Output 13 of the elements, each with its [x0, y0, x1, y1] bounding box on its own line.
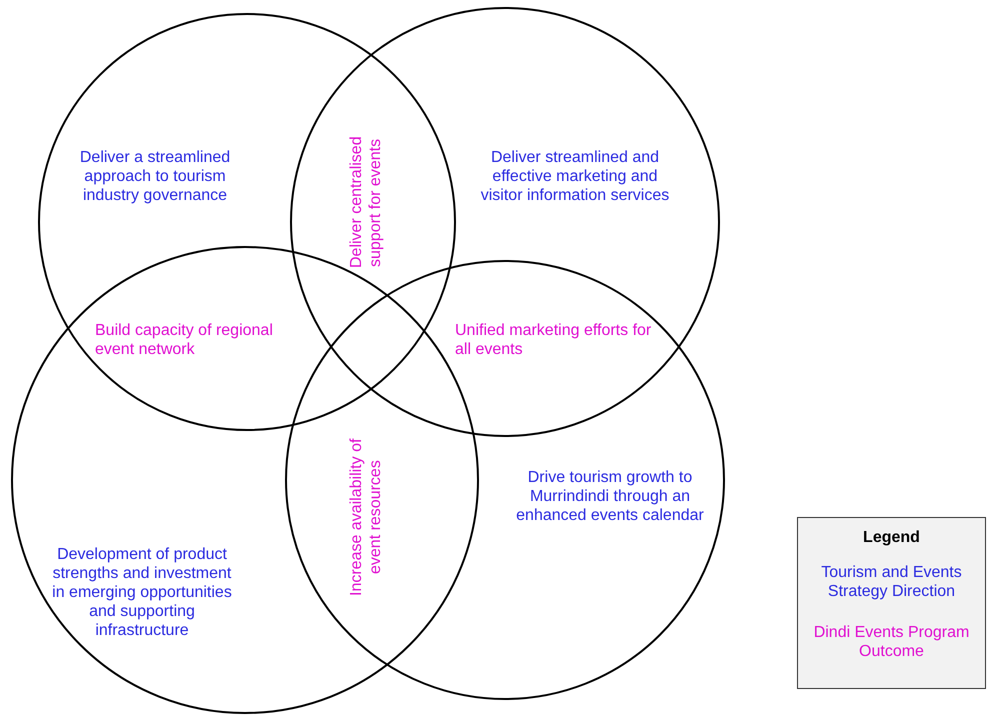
legend-entry: Dindi Events Program Outcome [812, 623, 970, 661]
outcome-text: Deliver centralised support for events [347, 136, 385, 270]
outcome-text: Build capacity of regional event network [95, 321, 274, 359]
direction-text: Deliver streamlined and effective marketing and visitor information services [480, 148, 670, 205]
legend-entry: Tourism and Events Strategy Direction [820, 563, 963, 601]
outcome-text: Increase availability of event resources [347, 438, 385, 598]
direction-text: Drive tourism growth to Murrindindi through an enhanced events calendar [515, 468, 705, 525]
direction-text: Deliver a streamlined approach to tourism industry governance [78, 148, 232, 205]
venn-circle [290, 7, 720, 437]
outcome-text: Unified marketing efforts for all events [455, 321, 652, 359]
venn-circle [38, 13, 456, 431]
direction-text: Development of product strengths and investment in emerging opportunities and supporting infrastructure [51, 545, 233, 640]
legend-title: Legend [862, 528, 921, 547]
